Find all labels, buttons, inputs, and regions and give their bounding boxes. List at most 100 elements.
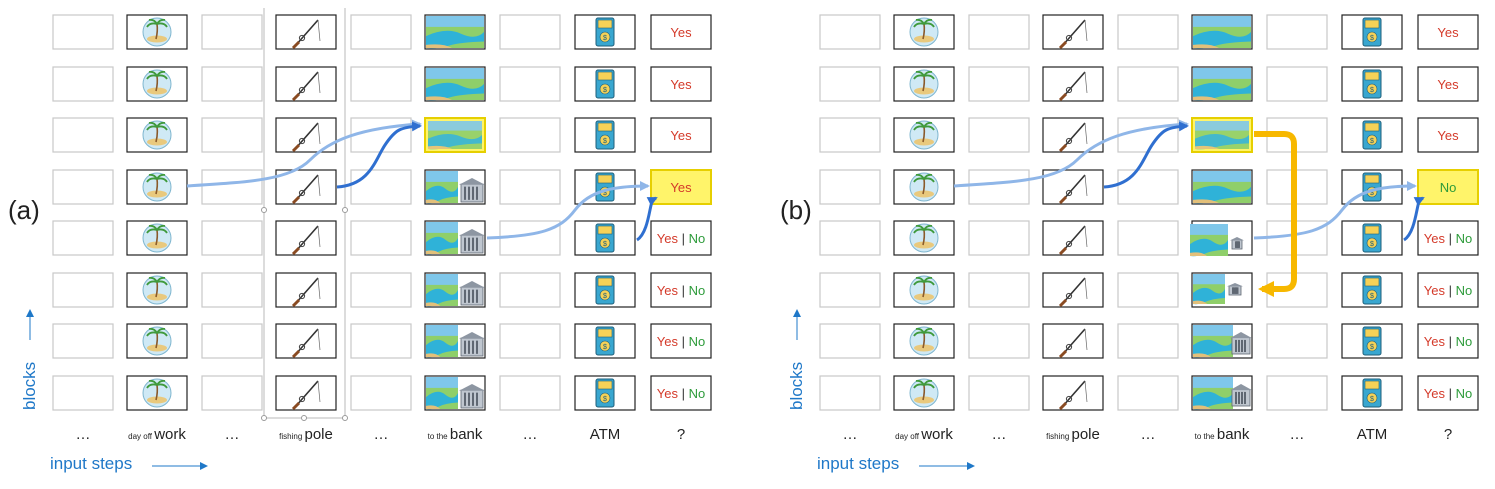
cell: [499, 323, 561, 359]
cell: [819, 375, 881, 411]
fishing-pole-icon: [291, 328, 321, 359]
cell: [499, 169, 561, 205]
river-bank-icon: [426, 68, 484, 101]
island-icon: [142, 223, 172, 253]
river-bank-icon: [1193, 68, 1251, 101]
cell: $: [1341, 375, 1403, 411]
column-caption: …: [992, 426, 1007, 443]
cell: [893, 323, 955, 359]
cell: [201, 272, 263, 308]
empty-cell: [201, 375, 263, 411]
resize-handle: [261, 415, 267, 421]
panel-b: $Yes$Yes$Yes$No$Yes | No$Yes | No$Yes | …: [793, 14, 1479, 470]
cell: [350, 272, 412, 308]
blocks-axis-label-a: blocks: [20, 361, 39, 410]
empty-cell: [499, 66, 561, 102]
cell: Yes | No: [1417, 220, 1479, 256]
cell: [1117, 375, 1179, 411]
river-bank-icon: [426, 16, 484, 49]
cell: [275, 117, 337, 153]
cell-frame: [275, 169, 337, 205]
river-bank-icon: [1193, 377, 1252, 410]
empty-cell: [201, 220, 263, 256]
fishing-pole-icon: [1058, 225, 1088, 256]
empty-cell: [52, 272, 114, 308]
river-bank-icon: [1193, 171, 1251, 204]
fishing-pole-icon: [291, 225, 321, 256]
island-icon: [909, 275, 939, 305]
cell: [1042, 272, 1104, 308]
empty-cell: [201, 66, 263, 102]
empty-cell: [968, 220, 1030, 256]
cell: [968, 14, 1030, 50]
fishing-pole-icon: [291, 174, 321, 205]
empty-cell: [1117, 169, 1179, 205]
empty-cell: [819, 323, 881, 359]
answer-text: Yes | No: [1424, 386, 1472, 401]
cell-frame: [1417, 169, 1479, 205]
column-caption: fishing pole: [1046, 426, 1100, 443]
answer-text: Yes: [670, 180, 692, 195]
fishing-pole-icon: [291, 19, 321, 50]
island-icon: [909, 120, 939, 150]
answer-text: Yes | No: [657, 231, 705, 246]
flow-arrow: [1403, 196, 1425, 242]
answer-text: Yes | No: [1424, 334, 1472, 349]
cell: Yes | No: [650, 220, 712, 256]
cell-frame: [275, 272, 337, 308]
empty-cell: [1266, 323, 1328, 359]
cell: [126, 14, 188, 50]
empty-cell: [1117, 14, 1179, 50]
empty-cell: [968, 66, 1030, 102]
cell: [52, 375, 114, 411]
empty-cell: [1117, 375, 1179, 411]
cell: [1042, 375, 1104, 411]
blocks-axis-label-b: blocks: [787, 361, 806, 410]
cell: [893, 169, 955, 205]
atm-icon: $: [595, 275, 615, 305]
cell: [968, 220, 1030, 256]
cell-frame: [1042, 220, 1104, 256]
input-steps-axis-label-a: input steps: [50, 454, 133, 473]
column-caption-main: pole: [304, 426, 333, 443]
cell: [819, 169, 881, 205]
cell: [1117, 66, 1179, 102]
cell: [126, 272, 188, 308]
empty-cell: [350, 272, 412, 308]
cell-frame: [1417, 66, 1479, 102]
empty-cell: [1117, 272, 1179, 308]
island-icon: [909, 223, 939, 253]
empty-cell: [968, 323, 1030, 359]
empty-cell: [1266, 66, 1328, 102]
panel-label-a: (a): [8, 195, 40, 225]
fishing-pole-icon: [291, 122, 321, 153]
empty-cell: [350, 14, 412, 50]
cell: $: [574, 117, 636, 153]
resize-handle: [342, 207, 348, 213]
cell: [275, 66, 337, 102]
island-icon: [142, 326, 172, 356]
cell-frame: [1042, 66, 1104, 102]
cell: [968, 66, 1030, 102]
column-caption-small: to the: [1194, 432, 1217, 441]
cell: Yes: [650, 66, 712, 102]
answer-text: Yes | No: [1424, 283, 1472, 298]
cell-frame: [1417, 14, 1479, 50]
cell: [1266, 66, 1328, 102]
answer-text: Yes: [1437, 25, 1459, 40]
empty-cell: [1117, 117, 1179, 153]
cell: [350, 323, 412, 359]
column-caption: …: [523, 426, 538, 443]
cell: [1191, 169, 1253, 205]
answer-text: Yes | No: [657, 334, 705, 349]
cell: $: [1341, 272, 1403, 308]
column-caption: ATM: [590, 426, 621, 443]
column-caption-main: bank: [1216, 426, 1250, 443]
empty-cell: [968, 169, 1030, 205]
cell: [1117, 169, 1179, 205]
cell: [275, 375, 337, 411]
atm-icon: $: [1362, 326, 1382, 356]
cell: [350, 375, 412, 411]
empty-cell: [201, 169, 263, 205]
